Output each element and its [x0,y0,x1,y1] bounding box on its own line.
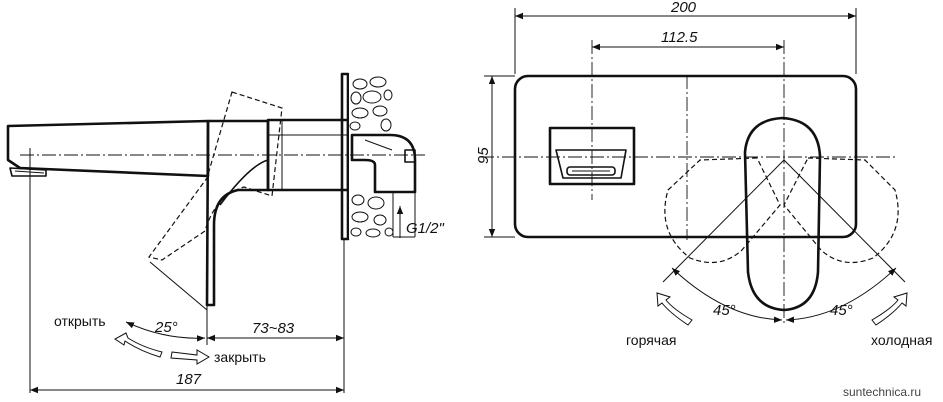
inlet-elbow [350,133,417,238]
dim-187: 187 [30,371,344,394]
dim-95: 95 [475,75,515,238]
handle-side [205,119,270,307]
wall-plate [340,72,350,241]
handle-rotated-left-dashed [664,157,781,264]
front-plate [513,74,858,239]
dim-112-5: 112.5 [592,29,784,51]
spout [6,119,210,178]
side-view: G1/2" 73~83 187 25° открыть закр [6,72,445,394]
thread-callout: G1/2" [396,206,445,238]
dim-200-label: 200 [670,0,697,16]
open-arrow [114,332,163,358]
thread-label: G1/2" [406,220,445,237]
watermark: suntechnica.ru [843,385,921,399]
dim-200: 200 [514,0,857,74]
angle-25: 25° [125,261,208,342]
wall-section [349,74,394,239]
hot-arrow [656,292,693,326]
dim-73-83-label: 73~83 [252,320,295,337]
angle-45-right-label: 45° [830,302,853,319]
dim-73-83: 73~83 [207,320,344,342]
cold-label: холодная [871,332,932,348]
handle-front [743,116,822,312]
angle-45-arcs: 45° 45° [671,267,897,323]
front-view: 200 112.5 95 45° 45° горячая холо [475,0,932,348]
handle-rotated-dashed [147,91,283,261]
angle-45-left-label: 45° [713,302,736,319]
handle-rotated-right-dashed [783,157,899,264]
close-label: закрыть [214,349,266,365]
hot-label: горячая [626,332,676,348]
open-label: открыть [54,313,106,329]
angle-25-label: 25° [154,319,178,336]
cold-arrow [871,292,908,326]
dim-187-label: 187 [176,371,202,388]
dim-95-label: 95 [475,147,492,164]
dim-112-5-label: 112.5 [661,29,698,46]
close-arrow [170,349,210,365]
